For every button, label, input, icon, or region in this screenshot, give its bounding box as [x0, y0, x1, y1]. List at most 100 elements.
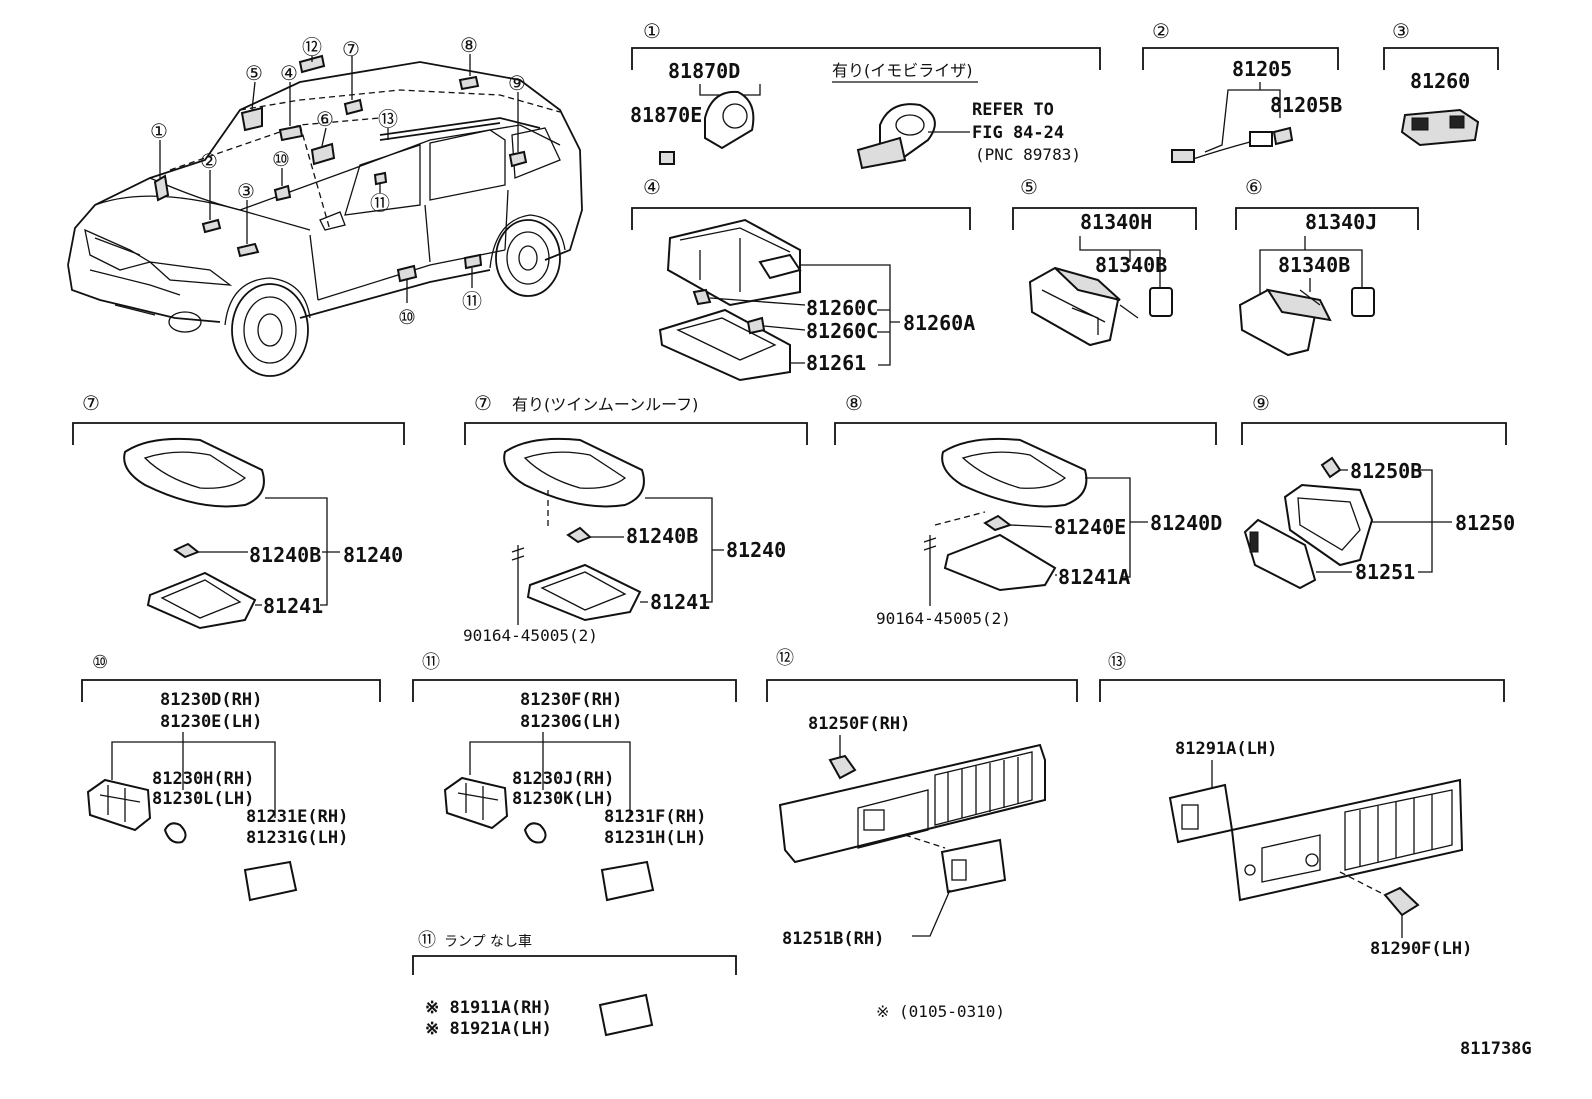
- part-81240B-7b: 81240B: [626, 524, 698, 548]
- section-11: ⑪ 81230F(RH) 81230G(LH) 81230J(RH) 81230…: [412, 652, 737, 902]
- part-81340H: 81340H: [1080, 210, 1152, 234]
- part-81291A-LH: 81291A(LH): [1175, 739, 1277, 759]
- callout-11b: ⑪: [462, 289, 482, 313]
- part-81241-7b: 81241: [650, 590, 710, 614]
- part-81230K-LH: 81230K(LH): [512, 789, 614, 809]
- part-81340J: 81340J: [1305, 210, 1377, 234]
- part-81911A-RH: ※ 81911A(RH): [425, 998, 552, 1018]
- section-9-number: ⑨: [1252, 391, 1270, 415]
- part-81241: 81241: [263, 594, 323, 618]
- section-7b: ⑦ 有り(ツインムーンルーフ) 81240B 81240 81241 90164…: [463, 391, 808, 645]
- car-callouts: ① ② ③ ④ ⑤ ⑥ ⑦ ⑧ ⑨ ⑩ ⑪ ⑫ ⑬ ⑩ ⑪: [150, 33, 526, 329]
- section-8-number: ⑧: [845, 391, 863, 415]
- section-11-number: ⑪: [422, 652, 440, 673]
- callout-11: ⑪: [370, 191, 390, 215]
- part-81260C-2: 81260C: [806, 319, 878, 343]
- section-7b-note: 有り(ツインムーンルーフ): [512, 395, 698, 414]
- refer-pnc-label: (PNC 89783): [975, 145, 1081, 164]
- part-81340B: 81340B: [1095, 253, 1167, 277]
- callout-8: ⑧: [460, 33, 478, 57]
- section-6-number: ⑥: [1245, 175, 1263, 199]
- refer-fig-label: FIG 84-24: [972, 123, 1064, 143]
- part-81230F-RH: 81230F(RH): [520, 690, 622, 710]
- section-8: ⑧ 81240E 81240D 81241A 90164-45005(2): [834, 391, 1222, 628]
- callout-4: ④: [280, 61, 298, 85]
- part-81230H-RH: 81230H(RH): [152, 769, 254, 789]
- section-11b: ⑪ ランプ なし車 ※ 81911A(RH) ※ 81921A(LH): [412, 930, 737, 1039]
- part-81231G-LH: 81231G(LH): [246, 828, 348, 848]
- section-4: ④ 81260C 81260C 81261 81260A: [631, 175, 975, 382]
- callout-7: ⑦: [342, 37, 360, 61]
- section-7: ⑦ 81240B 81240 81241: [72, 391, 405, 630]
- part-90164-45005-7b: 90164-45005(2): [463, 626, 598, 645]
- part-81230J-RH: 81230J(RH): [512, 769, 614, 789]
- part-81921A-LH: ※ 81921A(LH): [425, 1019, 552, 1039]
- part-81240D: 81240D: [1150, 511, 1222, 535]
- part-81870D: 81870D: [668, 59, 740, 83]
- section-2: ② 81205 81205B: [1142, 19, 1342, 163]
- part-81251: 81251: [1355, 560, 1415, 584]
- part-81230E-LH: 81230E(LH): [160, 712, 262, 732]
- part-81250: 81250: [1455, 511, 1515, 535]
- section-11b-note: ランプ なし車: [444, 933, 532, 950]
- part-81260: 81260: [1410, 69, 1470, 93]
- part-81260C-1: 81260C: [806, 296, 878, 320]
- part-81251B-RH: 81251B(RH): [782, 929, 884, 949]
- section-1: ① 81870D 81870E 有り(イモビライザ) REFER TO FIG …: [630, 19, 1101, 170]
- section-9: ⑨ 81250B 81250 81251: [1241, 391, 1515, 590]
- part-81250B: 81250B: [1350, 459, 1422, 483]
- part-81240B: 81240B: [249, 543, 321, 567]
- part-81230L-LH: 81230L(LH): [152, 789, 254, 809]
- part-81240-7b: 81240: [726, 538, 786, 562]
- refer-to-label: REFER TO: [972, 100, 1054, 120]
- section-2-number: ②: [1152, 19, 1170, 43]
- section-13: ⑬ 81291A(LH) 81290F(LH): [1099, 652, 1505, 959]
- part-81230D-RH: 81230D(RH): [160, 690, 262, 710]
- part-81250F-RH: 81250F(RH): [808, 714, 910, 734]
- section-10: ⑩ 81230D(RH) 81230E(LH) 81230H(RH) 81230…: [81, 652, 381, 902]
- section-10-number: ⑩: [92, 652, 108, 673]
- callout-10b: ⑩: [398, 305, 416, 329]
- section-11b-number: ⑪: [418, 930, 436, 951]
- callout-10: ⑩: [272, 147, 290, 171]
- part-81870E: 81870E: [630, 103, 702, 127]
- callout-1: ①: [150, 119, 168, 143]
- car-illustration: [67, 54, 583, 377]
- callout-6: ⑥: [316, 107, 334, 131]
- part-81205B: 81205B: [1270, 93, 1342, 117]
- callout-9: ⑨: [508, 71, 526, 95]
- part-81205: 81205: [1232, 57, 1292, 81]
- callout-2: ②: [200, 149, 218, 173]
- section-13-number: ⑬: [1108, 652, 1126, 673]
- part-81260A: 81260A: [903, 311, 975, 335]
- footnote-date-range: ※ (0105-0310): [876, 1002, 1005, 1021]
- callout-3: ③: [237, 179, 255, 203]
- section-5: ⑤ 81340H 81340B: [1012, 175, 1197, 347]
- part-90164-45005-8: 90164-45005(2): [876, 609, 1011, 628]
- callout-13: ⑬: [378, 107, 398, 131]
- part-81231E-RH: 81231E(RH): [246, 807, 348, 827]
- part-81240E: 81240E: [1054, 515, 1126, 539]
- section-4-number: ④: [643, 175, 661, 199]
- section-3: ③ 81260: [1383, 19, 1499, 147]
- section-12-number: ⑫: [776, 648, 794, 669]
- part-81230G-LH: 81230G(LH): [520, 712, 622, 732]
- section-1-number: ①: [643, 19, 661, 43]
- section-3-number: ③: [1392, 19, 1410, 43]
- part-81231F-RH: 81231F(RH): [604, 807, 706, 827]
- callout-12: ⑫: [302, 35, 322, 59]
- part-81241A: 81241A: [1058, 565, 1130, 589]
- part-81340B-6: 81340B: [1278, 253, 1350, 277]
- part-81261: 81261: [806, 351, 866, 375]
- section-7b-number: ⑦: [474, 391, 492, 415]
- part-81240: 81240: [343, 543, 403, 567]
- section-6: ⑥ 81340J 81340B: [1235, 175, 1419, 357]
- part-81231H-LH: 81231H(LH): [604, 828, 706, 848]
- section-7-number: ⑦: [82, 391, 100, 415]
- section-5-number: ⑤: [1020, 175, 1038, 199]
- section-1-note: 有り(イモビライザ): [832, 61, 973, 80]
- callout-5: ⑤: [245, 61, 263, 85]
- section-12: ⑫ 81250F(RH) 81251B(RH): [766, 648, 1078, 949]
- figure-code: 811738G: [1460, 1039, 1532, 1059]
